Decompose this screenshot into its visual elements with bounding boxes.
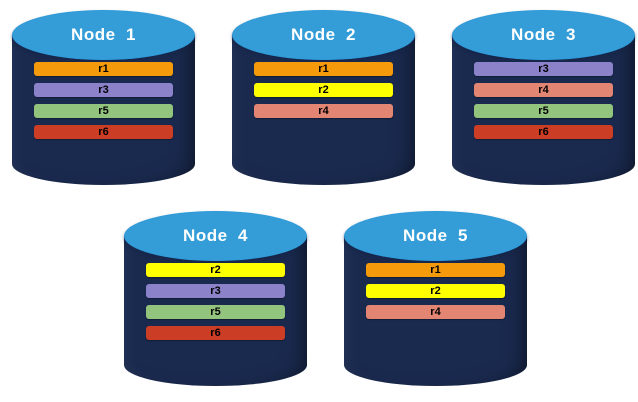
cylinder-top-disc: [453, 11, 634, 59]
replica-bar[interactable]: r1: [34, 62, 173, 76]
replica-bar[interactable]: r3: [34, 83, 173, 97]
replica-list: r3 r4 r5 r6: [474, 62, 613, 139]
replica-bar[interactable]: r3: [474, 62, 613, 76]
replica-bar[interactable]: r2: [366, 284, 505, 298]
replica-bar[interactable]: r5: [474, 104, 613, 118]
cylinder-top-disc: [13, 11, 194, 59]
replica-list: r1 r2 r4: [254, 62, 393, 118]
replica-bar[interactable]: r6: [34, 125, 173, 139]
replica-bar[interactable]: r6: [474, 125, 613, 139]
replica-list: r2 r3 r5 r6: [146, 263, 285, 340]
cylinder-top-disc: [125, 212, 306, 260]
replica-bar[interactable]: r5: [34, 104, 173, 118]
replica-bar[interactable]: r2: [146, 263, 285, 277]
replica-bar[interactable]: r1: [366, 263, 505, 277]
replica-list: r1 r2 r4: [366, 263, 505, 319]
cylinder-top-disc: [345, 212, 526, 260]
replica-bar[interactable]: r2: [254, 83, 393, 97]
replica-bar[interactable]: r3: [146, 284, 285, 298]
replica-bar[interactable]: r6: [146, 326, 285, 340]
replica-bar[interactable]: r4: [474, 83, 613, 97]
replica-bar[interactable]: r1: [254, 62, 393, 76]
replica-bar[interactable]: r4: [366, 305, 505, 319]
replica-bar[interactable]: r4: [254, 104, 393, 118]
replica-list: r1 r3 r5 r6: [34, 62, 173, 139]
replica-bar[interactable]: r5: [146, 305, 285, 319]
cylinder-top-disc: [233, 11, 414, 59]
